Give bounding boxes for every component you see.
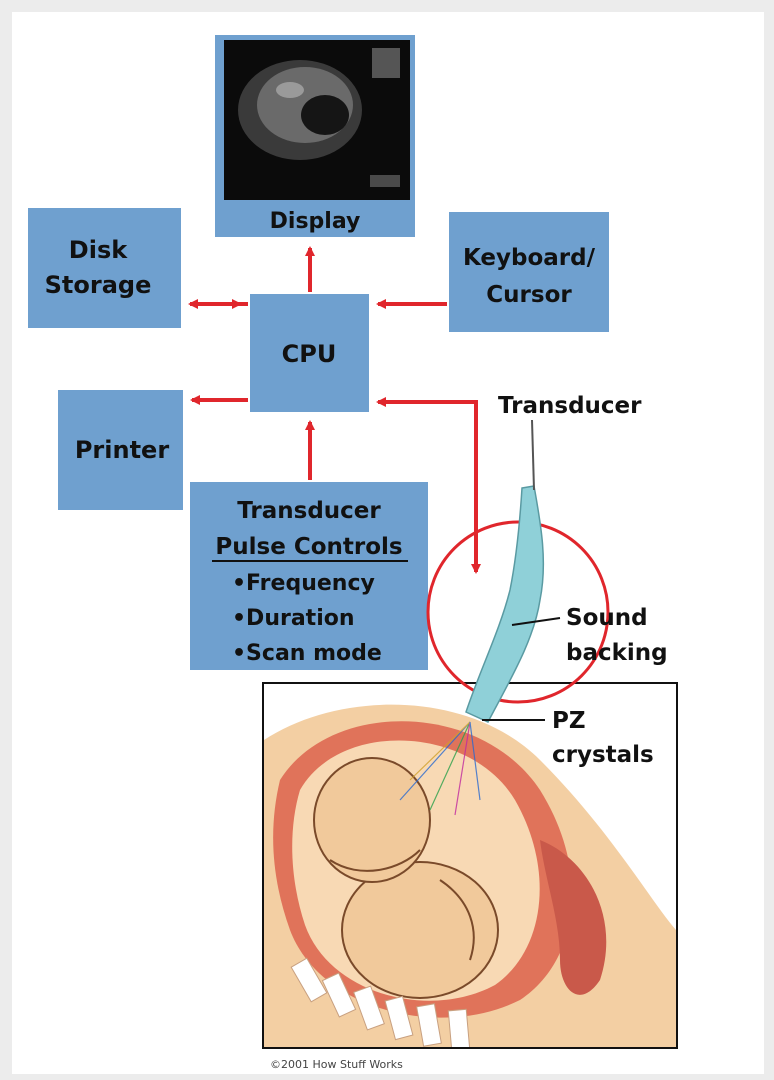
keyboard-label-line1: Keyboard/: [463, 245, 596, 271]
pulse-controls-title-line1: Transducer: [237, 498, 381, 524]
label-pz-crystals-line1: PZ: [552, 708, 586, 734]
label-pz-crystals-line2: crystals: [552, 742, 654, 768]
display-label: Display: [270, 209, 361, 234]
pulse-item-frequency: •Frequency: [232, 571, 375, 596]
keyboard-label-line2: Cursor: [486, 282, 572, 308]
ultrasound-screen-image: [224, 40, 410, 200]
cpu-label: CPU: [282, 340, 337, 368]
pulse-item-duration: •Duration: [232, 606, 355, 631]
pulse-item-scan-mode: •Scan mode: [232, 641, 382, 666]
disk-storage-label-line2: Storage: [45, 271, 152, 299]
keyboard-cursor-box: [449, 212, 609, 332]
disk-storage-box: [28, 208, 181, 328]
copyright-credit: ©2001 How Stuff Works: [270, 1058, 403, 1071]
label-sound-backing-line2: backing: [566, 640, 668, 666]
label-sound-backing-line1: Sound: [566, 605, 648, 631]
disk-storage-label-line1: Disk: [69, 236, 128, 264]
printer-label: Printer: [75, 436, 169, 464]
pregnancy-illustration: [263, 683, 677, 1051]
pulse-controls-title-line2: Pulse Controls: [215, 534, 402, 560]
label-transducer: Transducer: [498, 393, 642, 419]
